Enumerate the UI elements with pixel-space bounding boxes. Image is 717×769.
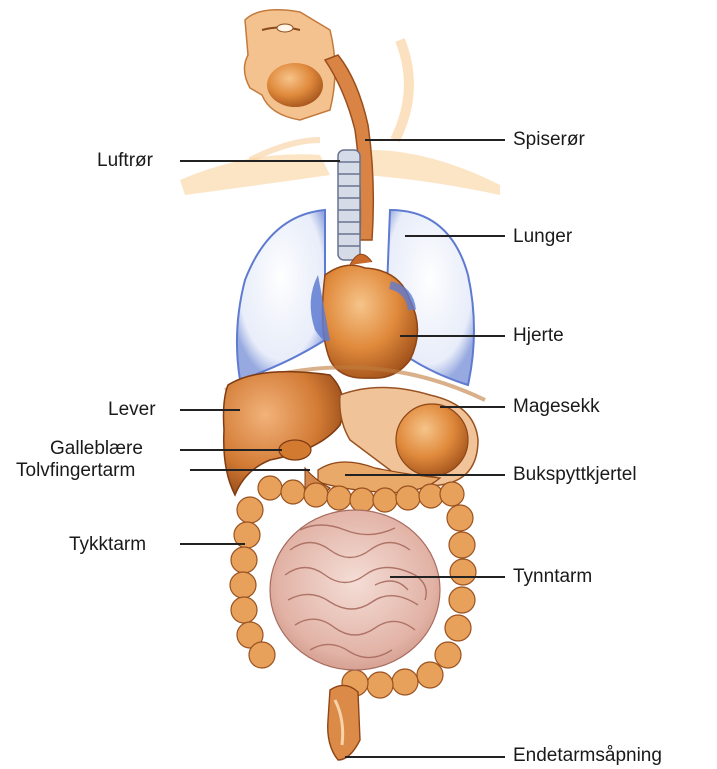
label-tykktarm: Tykktarm [69,534,146,556]
label-tolvfingertarm: Tolvfingertarm [16,460,135,482]
label-lunger: Lunger [513,226,572,248]
trachea [338,150,360,260]
small-intestine [270,510,440,670]
label-galleblaere: Galleblære [50,438,143,460]
label-magesekk: Magesekk [513,396,600,418]
label-endetarmsapning: Endetarmsåpning [513,745,662,767]
label-luftror: Luftrør [97,150,153,172]
label-hjerte: Hjerte [513,325,564,347]
gallbladder [279,440,311,460]
label-bukspyttkjertel: Bukspyttkjertel [513,464,637,486]
label-lever: Lever [108,399,156,421]
head-mouth [244,10,335,120]
label-tynntarm: Tynntarm [513,566,592,588]
label-spiseror: Spiserør [513,129,585,151]
rectum [328,685,360,760]
